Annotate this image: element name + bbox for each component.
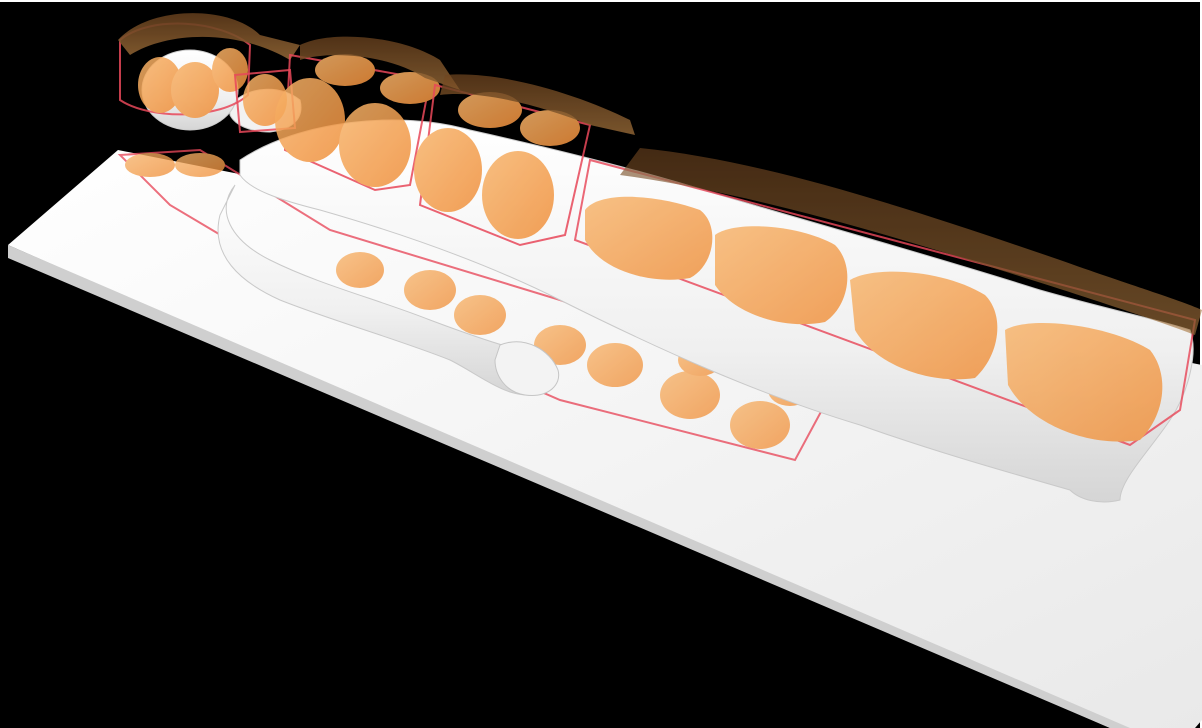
scene-illustration — [0, 0, 1202, 728]
